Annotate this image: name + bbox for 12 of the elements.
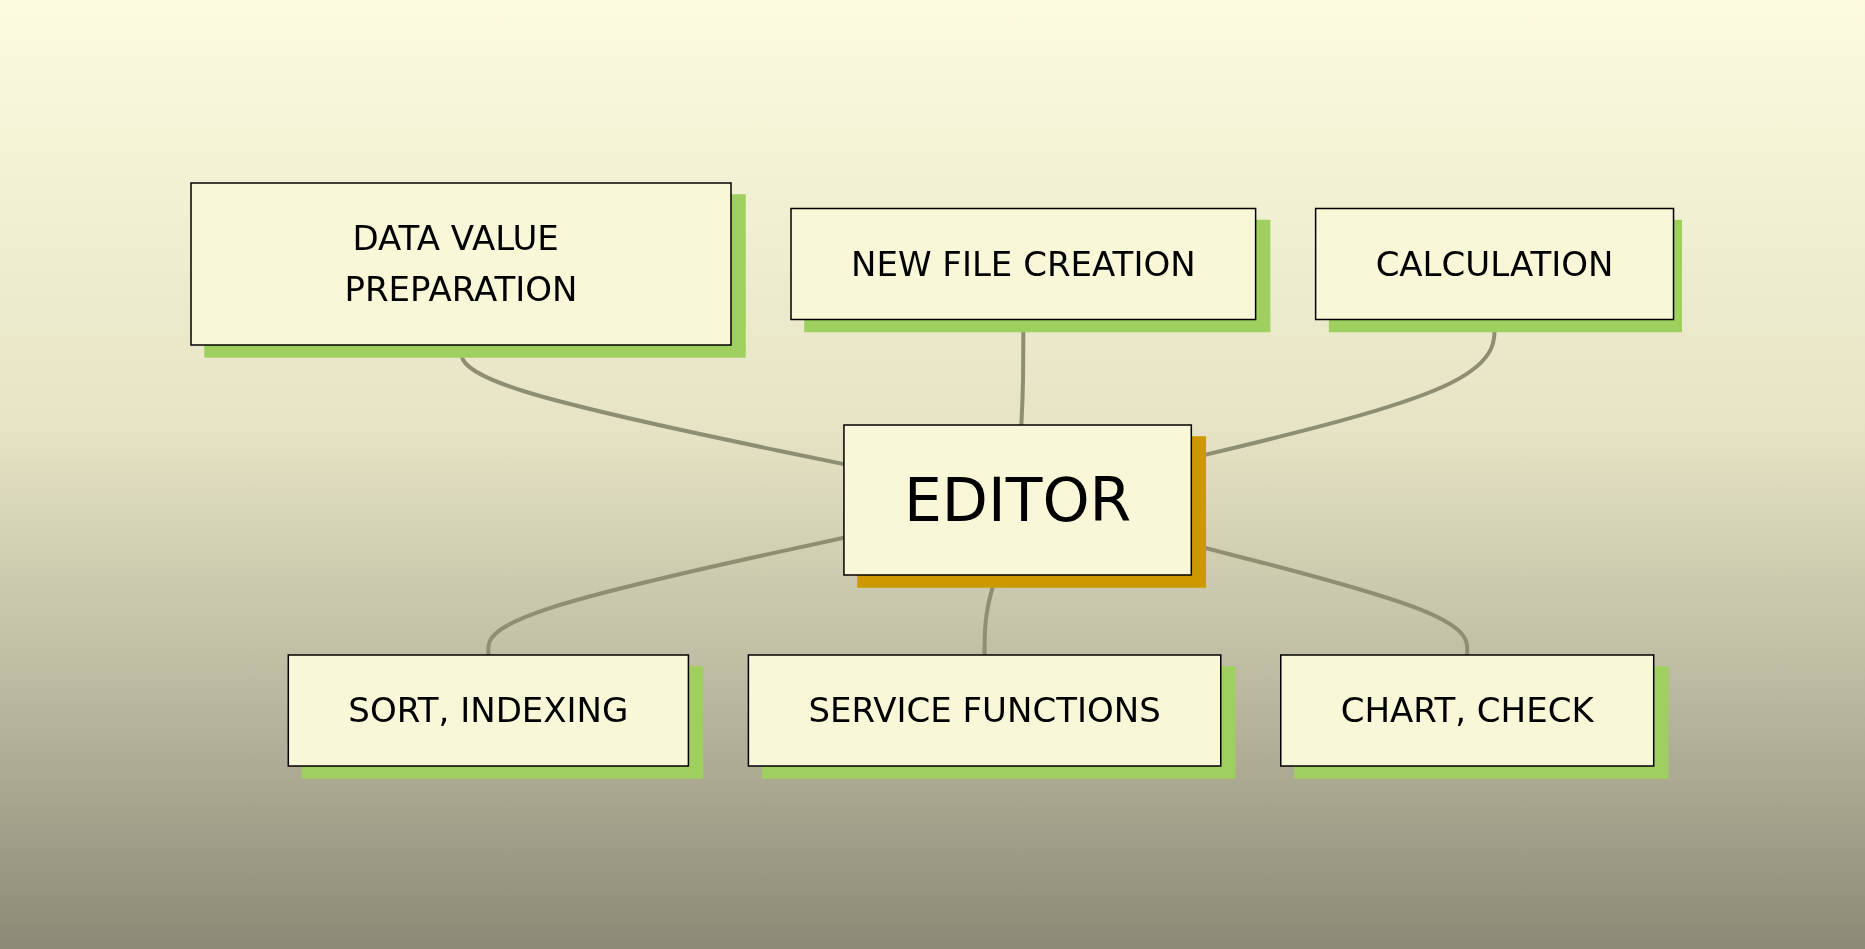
connector xyxy=(982,574,999,655)
connector xyxy=(459,345,845,467)
connector xyxy=(1019,319,1026,426)
node-box: SERVICE FUNCTIONS xyxy=(747,654,1222,767)
node-box: DATA VALUE PREPARATION xyxy=(190,182,732,346)
connector xyxy=(486,535,845,655)
node-box: CALCULATION xyxy=(1315,207,1675,321)
node-box: SORT, INDEXING xyxy=(287,654,690,767)
node-box: EDITOR xyxy=(843,424,1193,576)
connector xyxy=(1191,542,1470,655)
connector xyxy=(1191,319,1497,461)
node-box: NEW FILE CREATION xyxy=(790,207,1257,321)
